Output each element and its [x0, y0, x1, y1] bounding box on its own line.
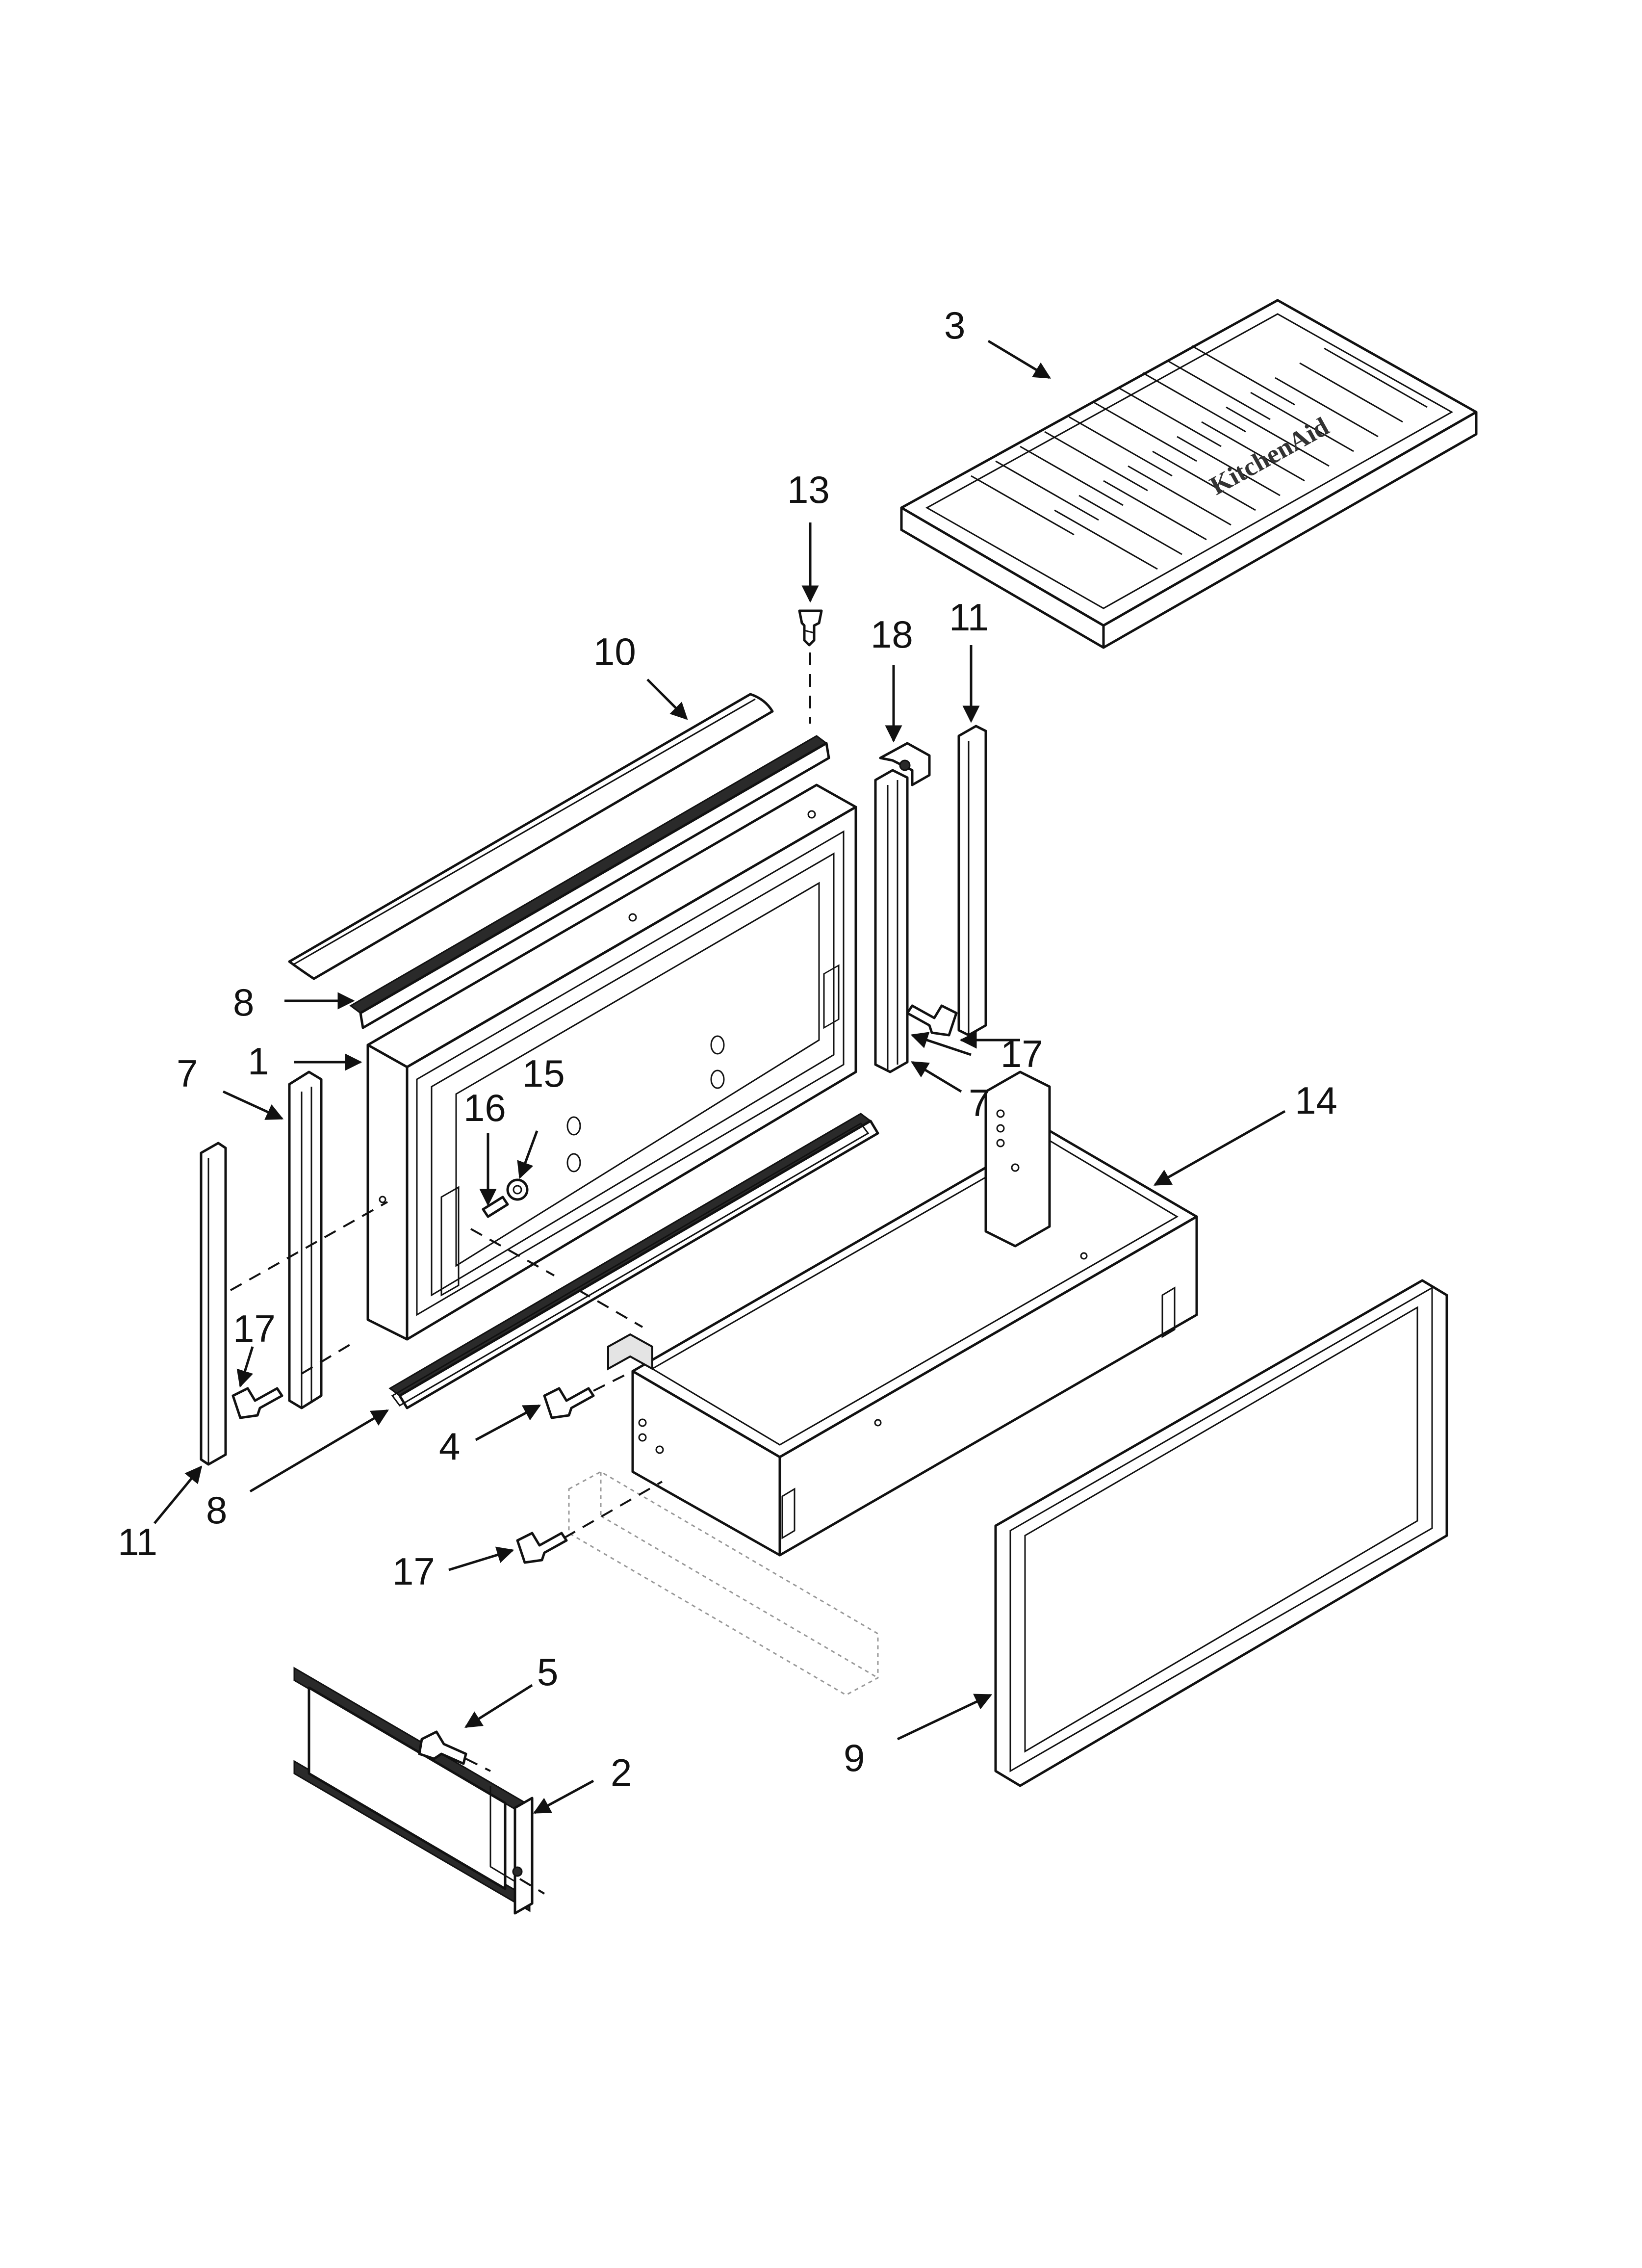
callout-11-left: 11: [118, 1520, 157, 1564]
callout-1: 1: [248, 1040, 269, 1083]
leader-arrows: [154, 339, 1286, 1814]
callout-14: 14: [1295, 1079, 1337, 1122]
screw-17-right: [906, 1004, 958, 1037]
callout-11-right: 11: [949, 596, 989, 639]
callout-13: 13: [787, 468, 830, 511]
screw-5: [418, 1730, 467, 1765]
callout-17-left: 17: [233, 1307, 276, 1350]
part-10-top-trim: [288, 693, 774, 980]
callout-15: 15: [522, 1052, 565, 1095]
part-14-drawer-tub: [607, 1070, 1198, 1557]
callout-9: 9: [844, 1736, 865, 1779]
screw-13: [798, 609, 823, 647]
ghost-rail-bracket: [568, 1471, 879, 1696]
screw-17-bottom: [516, 1532, 568, 1564]
part-18-bracket: [879, 742, 931, 786]
part-11-left-strip: [200, 1142, 227, 1466]
screw-15-nut: [506, 1178, 529, 1201]
part-8-lower-channel: [388, 1113, 879, 1409]
callout-labels: 3 13 10 18 11 8 1 7 16 15 17 7 14 17 4 8…: [118, 304, 1337, 1794]
part-7-left-rail: [288, 1070, 323, 1409]
part-2-kick-panel: [293, 1667, 534, 1915]
callout-5: 5: [537, 1650, 558, 1694]
callout-3: 3: [944, 304, 965, 347]
callout-7-right: 7: [969, 1081, 990, 1124]
callout-16: 16: [463, 1086, 506, 1129]
callout-4: 4: [439, 1425, 460, 1468]
screw-4: [543, 1387, 595, 1419]
callout-17-bottom: 17: [392, 1550, 435, 1593]
callout-17-right: 17: [1001, 1032, 1043, 1075]
part-11-right-strip: [957, 725, 987, 1037]
callout-8-lower: 8: [206, 1488, 227, 1532]
alignment-guides: [230, 652, 811, 1895]
callout-8-upper: 8: [233, 981, 254, 1024]
callout-10: 10: [593, 630, 636, 673]
part-7-right-rail: [874, 769, 909, 1073]
part-3-rack: KitchenAid: [900, 299, 1478, 649]
callout-7-left: 7: [177, 1052, 198, 1095]
callout-2: 2: [611, 1751, 632, 1794]
screw-17-left: [231, 1387, 283, 1419]
rack-slots: [971, 345, 1428, 570]
callout-18: 18: [871, 613, 913, 656]
part-9-gasket: [994, 1279, 1448, 1787]
part-8-upper-channel: [349, 735, 830, 1029]
part-1-drawer-front: [366, 783, 857, 1341]
